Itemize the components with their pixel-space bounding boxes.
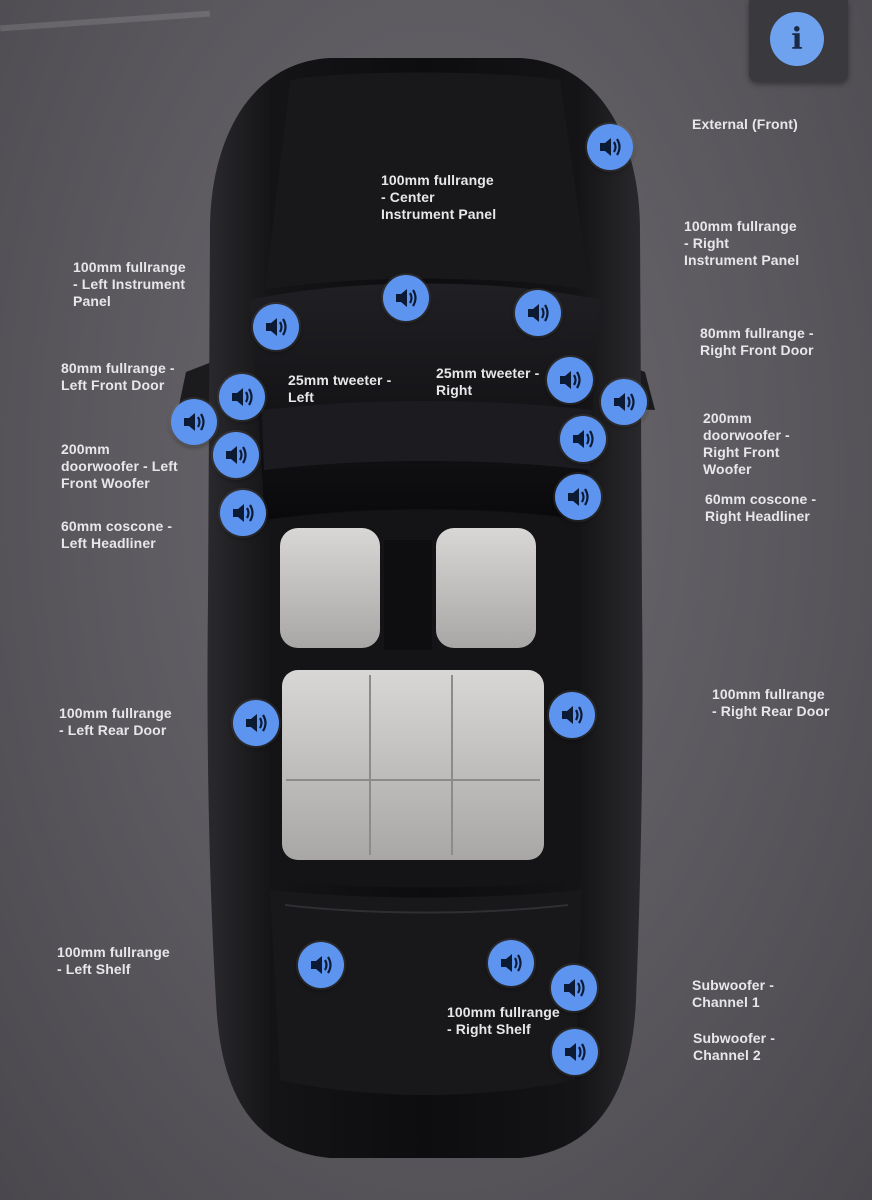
speaker-center-panel[interactable] xyxy=(383,275,429,321)
speaker-volume-icon xyxy=(564,979,585,997)
rear-window xyxy=(270,890,582,1095)
front-seat-right xyxy=(436,528,536,648)
speaker-volume-icon xyxy=(568,488,589,506)
label-right-rear-door: 100mm fullrange - Right Rear Door xyxy=(712,686,830,719)
label-tweeter-left: 25mm tweeter - Left xyxy=(288,372,392,405)
info-button[interactable]: i xyxy=(770,12,824,66)
speaker-subwoofer-1[interactable] xyxy=(551,965,597,1011)
label-left-front-door: 80mm fullrange - Left Front Door xyxy=(61,360,175,393)
label-tweeter-right: 25mm tweeter - Right xyxy=(436,365,540,398)
speaker-volume-icon xyxy=(396,289,417,307)
label-right-woofer: 200mm doorwoofer - Right Front Woofer xyxy=(703,410,790,477)
speaker-left-woofer[interactable] xyxy=(213,432,259,478)
speaker-volume-icon xyxy=(562,706,583,724)
label-left-woofer: 200mm doorwoofer - Left Front Woofer xyxy=(61,441,178,491)
speaker-left-headliner[interactable] xyxy=(220,490,266,536)
speaker-volume-icon xyxy=(614,393,635,411)
label-right-panel: 100mm fullrange - Right Instrument Panel xyxy=(684,218,800,268)
front-seat-left xyxy=(280,528,380,648)
speaker-external-front[interactable] xyxy=(587,124,633,170)
speaker-volume-icon xyxy=(528,304,549,322)
label-right-headliner: 60mm coscone - Right Headliner xyxy=(705,491,817,524)
speaker-right-panel[interactable] xyxy=(515,290,561,336)
speaker-left-panel[interactable] xyxy=(253,304,299,350)
speaker-right-woofer[interactable] xyxy=(560,416,606,462)
speaker-volume-icon xyxy=(184,413,205,431)
speaker-volume-icon xyxy=(565,1043,586,1061)
speaker-right-rear-door[interactable] xyxy=(549,692,595,738)
label-subwoofer-2: Subwoofer - Channel 2 xyxy=(693,1030,775,1063)
speaker-volume-icon xyxy=(233,504,254,522)
speaker-volume-icon xyxy=(232,388,253,406)
speaker-right-shelf[interactable] xyxy=(488,940,534,986)
label-left-panel: 100mm fullrange - Left Instrument Panel xyxy=(73,259,186,309)
label-right-front-door: 80mm fullrange - Right Front Door xyxy=(700,325,814,358)
speaker-volume-icon xyxy=(600,138,621,156)
label-left-rear-door: 100mm fullrange - Left Rear Door xyxy=(59,705,172,738)
label-center-panel: 100mm fullrange - Center Instrument Pane… xyxy=(381,172,497,222)
label-right-shelf: 100mm fullrange - Right Shelf xyxy=(447,1004,560,1037)
speaker-subwoofer-2[interactable] xyxy=(552,1029,598,1075)
speaker-right-front-door[interactable] xyxy=(601,379,647,425)
speaker-volume-icon xyxy=(246,714,267,732)
label-subwoofer-1: Subwoofer - Channel 1 xyxy=(692,977,774,1010)
info-panel: i xyxy=(749,0,848,82)
speaker-tweeter-right[interactable] xyxy=(547,357,593,403)
speaker-right-headliner[interactable] xyxy=(555,474,601,520)
speaker-volume-icon xyxy=(226,446,247,464)
speaker-left-shelf[interactable] xyxy=(298,942,344,988)
rear-seat xyxy=(282,670,544,860)
info-icon: i xyxy=(791,21,803,57)
speaker-left-front-door[interactable] xyxy=(171,399,217,445)
speaker-volume-icon xyxy=(573,430,594,448)
speaker-volume-icon xyxy=(266,318,287,336)
speaker-volume-icon xyxy=(311,956,332,974)
speaker-volume-icon xyxy=(501,954,522,972)
speaker-left-rear-door[interactable] xyxy=(233,700,279,746)
label-left-shelf: 100mm fullrange - Left Shelf xyxy=(57,944,170,977)
label-left-headliner: 60mm coscone - Left Headliner xyxy=(61,518,173,551)
speaker-volume-icon xyxy=(560,371,581,389)
speaker-tweeter-left[interactable] xyxy=(219,374,265,420)
label-external-front: External (Front) xyxy=(692,116,798,132)
